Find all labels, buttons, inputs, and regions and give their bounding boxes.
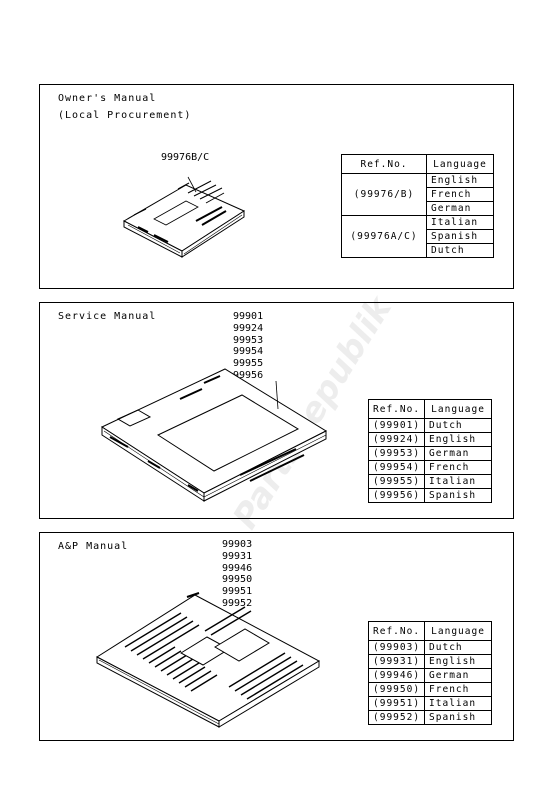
table-header-row: Ref.No. Language (367, 621, 493, 641)
ref-cell: (99931) (367, 654, 426, 669)
table-row: (99956)Spanish (367, 488, 493, 503)
ap-manual-title: A&P Manual (58, 541, 129, 552)
language-header: Language (424, 621, 493, 641)
owners-manual-title: Owner's Manual (58, 93, 157, 104)
part-number: 99955 (233, 358, 264, 370)
language-header: Language (426, 154, 494, 174)
part-number: 99903 (222, 539, 253, 550)
table-row: (99952)Spanish (367, 710, 493, 725)
ref-cell: (99950) (367, 682, 426, 697)
table-header-row: Ref.No. Language (341, 154, 494, 174)
part-number: 99924 (233, 322, 264, 334)
ref-cell: (99976/B) (341, 173, 427, 216)
owners-manual-illustration (122, 176, 246, 258)
ref-cell: (99946) (367, 668, 426, 683)
language-cell: Italian (424, 696, 493, 711)
table-row: (99931)English (367, 654, 493, 669)
language-cell: French (424, 682, 493, 697)
language-cell: Spanish (424, 710, 493, 725)
language-cell: Dutch (424, 418, 493, 433)
language-cell: German (426, 201, 494, 216)
ap-part-number-list: 99903 99931 99946 99950 99951 99952 (222, 539, 252, 610)
owners-manual-panel: Owner's Manual (Local Procurement) 99976… (39, 84, 514, 289)
ref-cell: (99951) (367, 696, 426, 711)
table-row: (99976A/C) Italian (341, 215, 494, 258)
part-number: 99931 (222, 550, 253, 562)
table-row: (99903)Dutch (367, 640, 493, 655)
part-number: 99951 (222, 586, 253, 598)
table-row: (99953)German (367, 446, 493, 461)
service-part-number-list: 99901 99924 99953 99954 99955 99956 (233, 311, 263, 382)
language-cell: German (424, 446, 493, 461)
language-cell: French (426, 187, 494, 202)
ref-no-header: Ref.No. (367, 399, 426, 419)
ref-cell: (99901) (367, 418, 426, 433)
table-row: (99924)English (367, 432, 493, 447)
language-cell: English (426, 173, 494, 188)
table-row: (99950)French (367, 682, 493, 697)
service-manual-ref-table: Ref.No. Language (99901)Dutch (99924)Eng… (367, 399, 493, 503)
service-manual-illustration (100, 368, 328, 502)
owners-manual-ref-table: Ref.No. Language (99976/B) English Frenc… (341, 154, 494, 258)
language-header: Language (424, 399, 493, 419)
table-row: Dutch (342, 243, 494, 258)
language-cell: English (424, 654, 493, 669)
part-number: 99950 (222, 574, 253, 586)
ref-cell: (99953) (367, 446, 426, 461)
language-cell: Italian (426, 215, 494, 230)
owners-manual-part-label: 99976B/C (161, 152, 210, 163)
ap-manual-ref-table: Ref.No. Language (99903)Dutch (99931)Eng… (367, 621, 493, 725)
service-manual-title: Service Manual (58, 311, 157, 322)
ap-manual-illustration (96, 592, 321, 728)
language-cell: French (424, 460, 493, 475)
language-cell: Dutch (424, 640, 493, 655)
ref-cell: (99954) (367, 460, 426, 475)
part-number: 99952 (222, 597, 253, 609)
part-number: 99901 (233, 311, 264, 322)
language-cell: Spanish (426, 229, 494, 244)
table-row: (99976/B) English (341, 173, 494, 216)
ref-no-header: Ref.No. (341, 154, 427, 174)
table-row: (99954)French (367, 460, 493, 475)
table-row: (99951)Italian (367, 696, 493, 711)
part-number: 99956 (233, 369, 264, 381)
ref-no-header: Ref.No. (367, 621, 426, 641)
language-cell: Italian (424, 474, 493, 489)
ref-cell: (99903) (367, 640, 426, 655)
ref-cell: (99956) (367, 488, 426, 503)
ref-cell: (99952) (367, 710, 426, 725)
part-number: 99954 (233, 346, 264, 358)
language-cell: German (424, 668, 493, 683)
ref-cell: (99976A/C) (341, 215, 427, 258)
ref-cell: (99924) (367, 432, 426, 447)
ap-manual-panel: A&P Manual 99903 99931 99946 99950 99951… (39, 532, 514, 741)
table-header-row: Ref.No. Language (367, 399, 493, 419)
part-number: 99953 (233, 334, 264, 346)
owners-manual-subtitle: (Local Procurement) (58, 110, 192, 121)
part-number: 99946 (222, 562, 253, 574)
table-row: (99955)Italian (367, 474, 493, 489)
table-row: (99901)Dutch (367, 418, 493, 433)
service-manual-panel: Service Manual 99901 99924 99953 99954 9… (39, 290, 514, 536)
language-cell: English (424, 432, 493, 447)
ref-cell: (99955) (367, 474, 426, 489)
language-cell: Spanish (424, 488, 493, 503)
language-cell: Dutch (426, 243, 494, 258)
table-row: (99946)German (367, 668, 493, 683)
